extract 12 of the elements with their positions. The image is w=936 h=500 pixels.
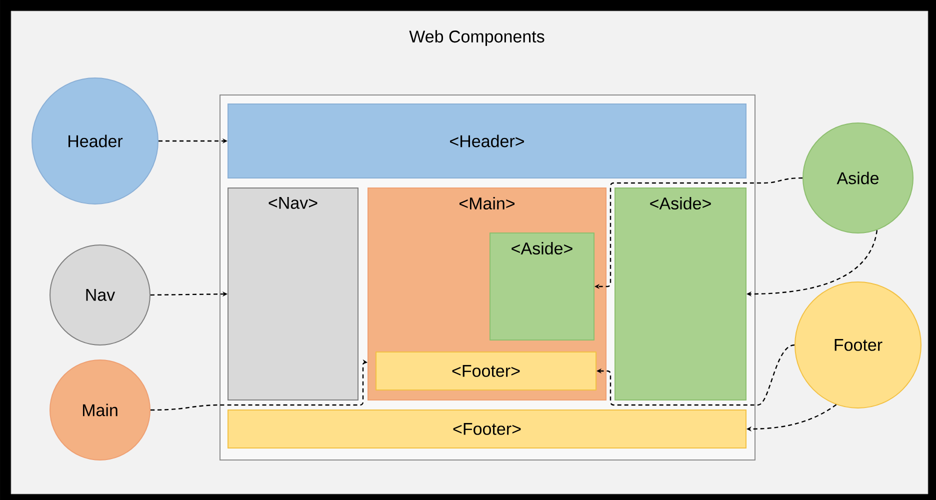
footer-box: <Footer> [228, 410, 746, 448]
circle-node: Header [32, 78, 158, 204]
circle-node: Main [50, 360, 150, 460]
nav-box: <Nav> [228, 188, 358, 400]
circle-node: Nav [50, 244, 150, 346]
aside-box: <Aside> [490, 232, 594, 340]
circle-node: Aside [802, 122, 914, 234]
title: Web Components [409, 30, 544, 46]
aside-box: <Aside> [614, 188, 746, 400]
circle-node: Footer [794, 282, 922, 408]
header-box: <Header> [228, 104, 746, 178]
footer-box: <Footer> [376, 352, 596, 390]
